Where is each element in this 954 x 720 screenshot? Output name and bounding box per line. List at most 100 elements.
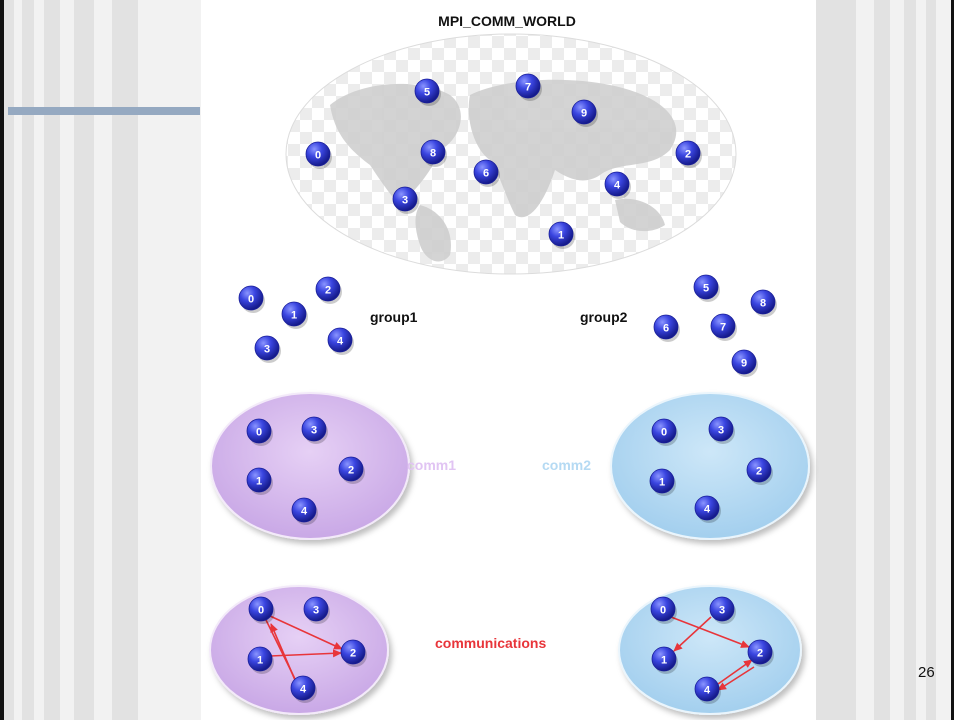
- svg-text:0: 0: [256, 427, 262, 439]
- svg-text:4: 4: [704, 685, 711, 697]
- svg-text:6: 6: [663, 323, 669, 335]
- stripe: [74, 0, 94, 720]
- stripe: [904, 0, 916, 720]
- stripe: [60, 0, 74, 720]
- stripe: [816, 0, 856, 720]
- svg-text:2: 2: [685, 149, 691, 161]
- comm1-node-4: 4: [291, 497, 318, 525]
- right-frame-border: [951, 0, 954, 720]
- comm2-msg-node-2: 2: [747, 639, 774, 667]
- comm2-node-2: 2: [746, 457, 773, 485]
- group2-node-6: 6: [653, 314, 680, 342]
- accent-bar: [8, 107, 200, 115]
- svg-text:1: 1: [256, 476, 262, 488]
- svg-text:2: 2: [757, 648, 763, 660]
- comm2-node-0: 0: [651, 418, 678, 446]
- group1-node-4: 4: [327, 327, 354, 355]
- svg-text:4: 4: [704, 504, 711, 516]
- world-node-9: 9: [571, 99, 598, 127]
- svg-text:2: 2: [756, 466, 762, 478]
- svg-text:1: 1: [558, 230, 564, 242]
- stripe: [916, 0, 926, 720]
- world-node-4: 4: [604, 171, 631, 199]
- stripe: [22, 0, 34, 720]
- comm2-arrows: [670, 616, 755, 691]
- svg-text:3: 3: [402, 195, 408, 207]
- stripe: [94, 0, 112, 720]
- svg-text:2: 2: [325, 285, 331, 297]
- group1-label: group1: [370, 309, 418, 325]
- svg-text:1: 1: [291, 310, 297, 322]
- group1-node-1: 1: [281, 301, 308, 329]
- svg-text:4: 4: [337, 336, 344, 348]
- svg-text:7: 7: [525, 82, 531, 94]
- stripe: [856, 0, 874, 720]
- svg-text:9: 9: [741, 358, 747, 370]
- comm2-msg-node-4: 4: [694, 676, 721, 704]
- svg-text:3: 3: [313, 605, 319, 617]
- svg-text:4: 4: [301, 506, 308, 518]
- group2-node-7: 7: [710, 313, 737, 341]
- group2-label: group2: [580, 309, 628, 325]
- comm2-msg-node-0: 0: [650, 596, 677, 624]
- comm2-node-1: 1: [649, 468, 676, 496]
- group2-node-8: 8: [750, 289, 777, 317]
- svg-text:0: 0: [315, 150, 321, 162]
- world-map: [285, 33, 737, 275]
- world-node-2: 2: [675, 140, 702, 168]
- group1-node-2: 2: [315, 276, 342, 304]
- comm1-node-0: 0: [246, 418, 273, 446]
- group2-node-9: 9: [731, 349, 758, 377]
- comm1-msg-node-3: 3: [303, 596, 330, 624]
- world-node-1: 1: [548, 221, 575, 249]
- stripe: [34, 0, 44, 720]
- svg-text:2: 2: [350, 648, 356, 660]
- comm1-node-3: 3: [301, 416, 328, 444]
- group1-node-0: 0: [238, 285, 265, 313]
- comm2-msg-node-1: 1: [651, 646, 678, 674]
- stripe: [112, 0, 138, 720]
- svg-text:3: 3: [718, 425, 724, 437]
- stripe: [44, 0, 60, 720]
- world-node-5: 5: [414, 78, 441, 106]
- stripe: [4, 0, 14, 720]
- comm1-msg-node-1: 1: [247, 646, 274, 674]
- world-node-8: 8: [420, 139, 447, 167]
- group1-node-3: 3: [254, 335, 281, 363]
- svg-text:5: 5: [703, 283, 709, 295]
- svg-text:0: 0: [660, 605, 666, 617]
- comm2-msg-node-3: 3: [709, 596, 736, 624]
- svg-text:3: 3: [264, 344, 270, 356]
- group2-node-5: 5: [693, 274, 720, 302]
- right-stripe-background: [816, 0, 951, 720]
- comm2-label: comm2: [542, 457, 591, 473]
- svg-text:0: 0: [258, 605, 264, 617]
- svg-text:1: 1: [257, 655, 263, 667]
- world-node-3: 3: [392, 186, 419, 214]
- svg-text:0: 0: [661, 427, 667, 439]
- stripe: [874, 0, 890, 720]
- comm2-node-3: 3: [708, 416, 735, 444]
- svg-text:7: 7: [720, 322, 726, 334]
- svg-text:9: 9: [581, 108, 587, 120]
- svg-text:1: 1: [659, 477, 665, 489]
- comm1-arrows: [265, 615, 343, 682]
- comm1-node-2: 2: [338, 456, 365, 484]
- page-number: 26: [918, 664, 935, 681]
- comm1-node-1: 1: [246, 467, 273, 495]
- stripe: [890, 0, 904, 720]
- comm1-label: comm1: [407, 457, 456, 473]
- svg-text:1: 1: [661, 655, 667, 667]
- diagram-title: MPI_COMM_WORLD: [438, 13, 576, 29]
- world-node-6: 6: [473, 159, 500, 187]
- svg-text:8: 8: [760, 298, 766, 310]
- svg-text:4: 4: [300, 684, 307, 696]
- svg-text:4: 4: [614, 180, 621, 192]
- svg-text:8: 8: [430, 148, 436, 160]
- svg-text:0: 0: [248, 294, 254, 306]
- svg-text:5: 5: [424, 87, 430, 99]
- left-stripe-background: [4, 0, 201, 720]
- svg-text:3: 3: [311, 425, 317, 437]
